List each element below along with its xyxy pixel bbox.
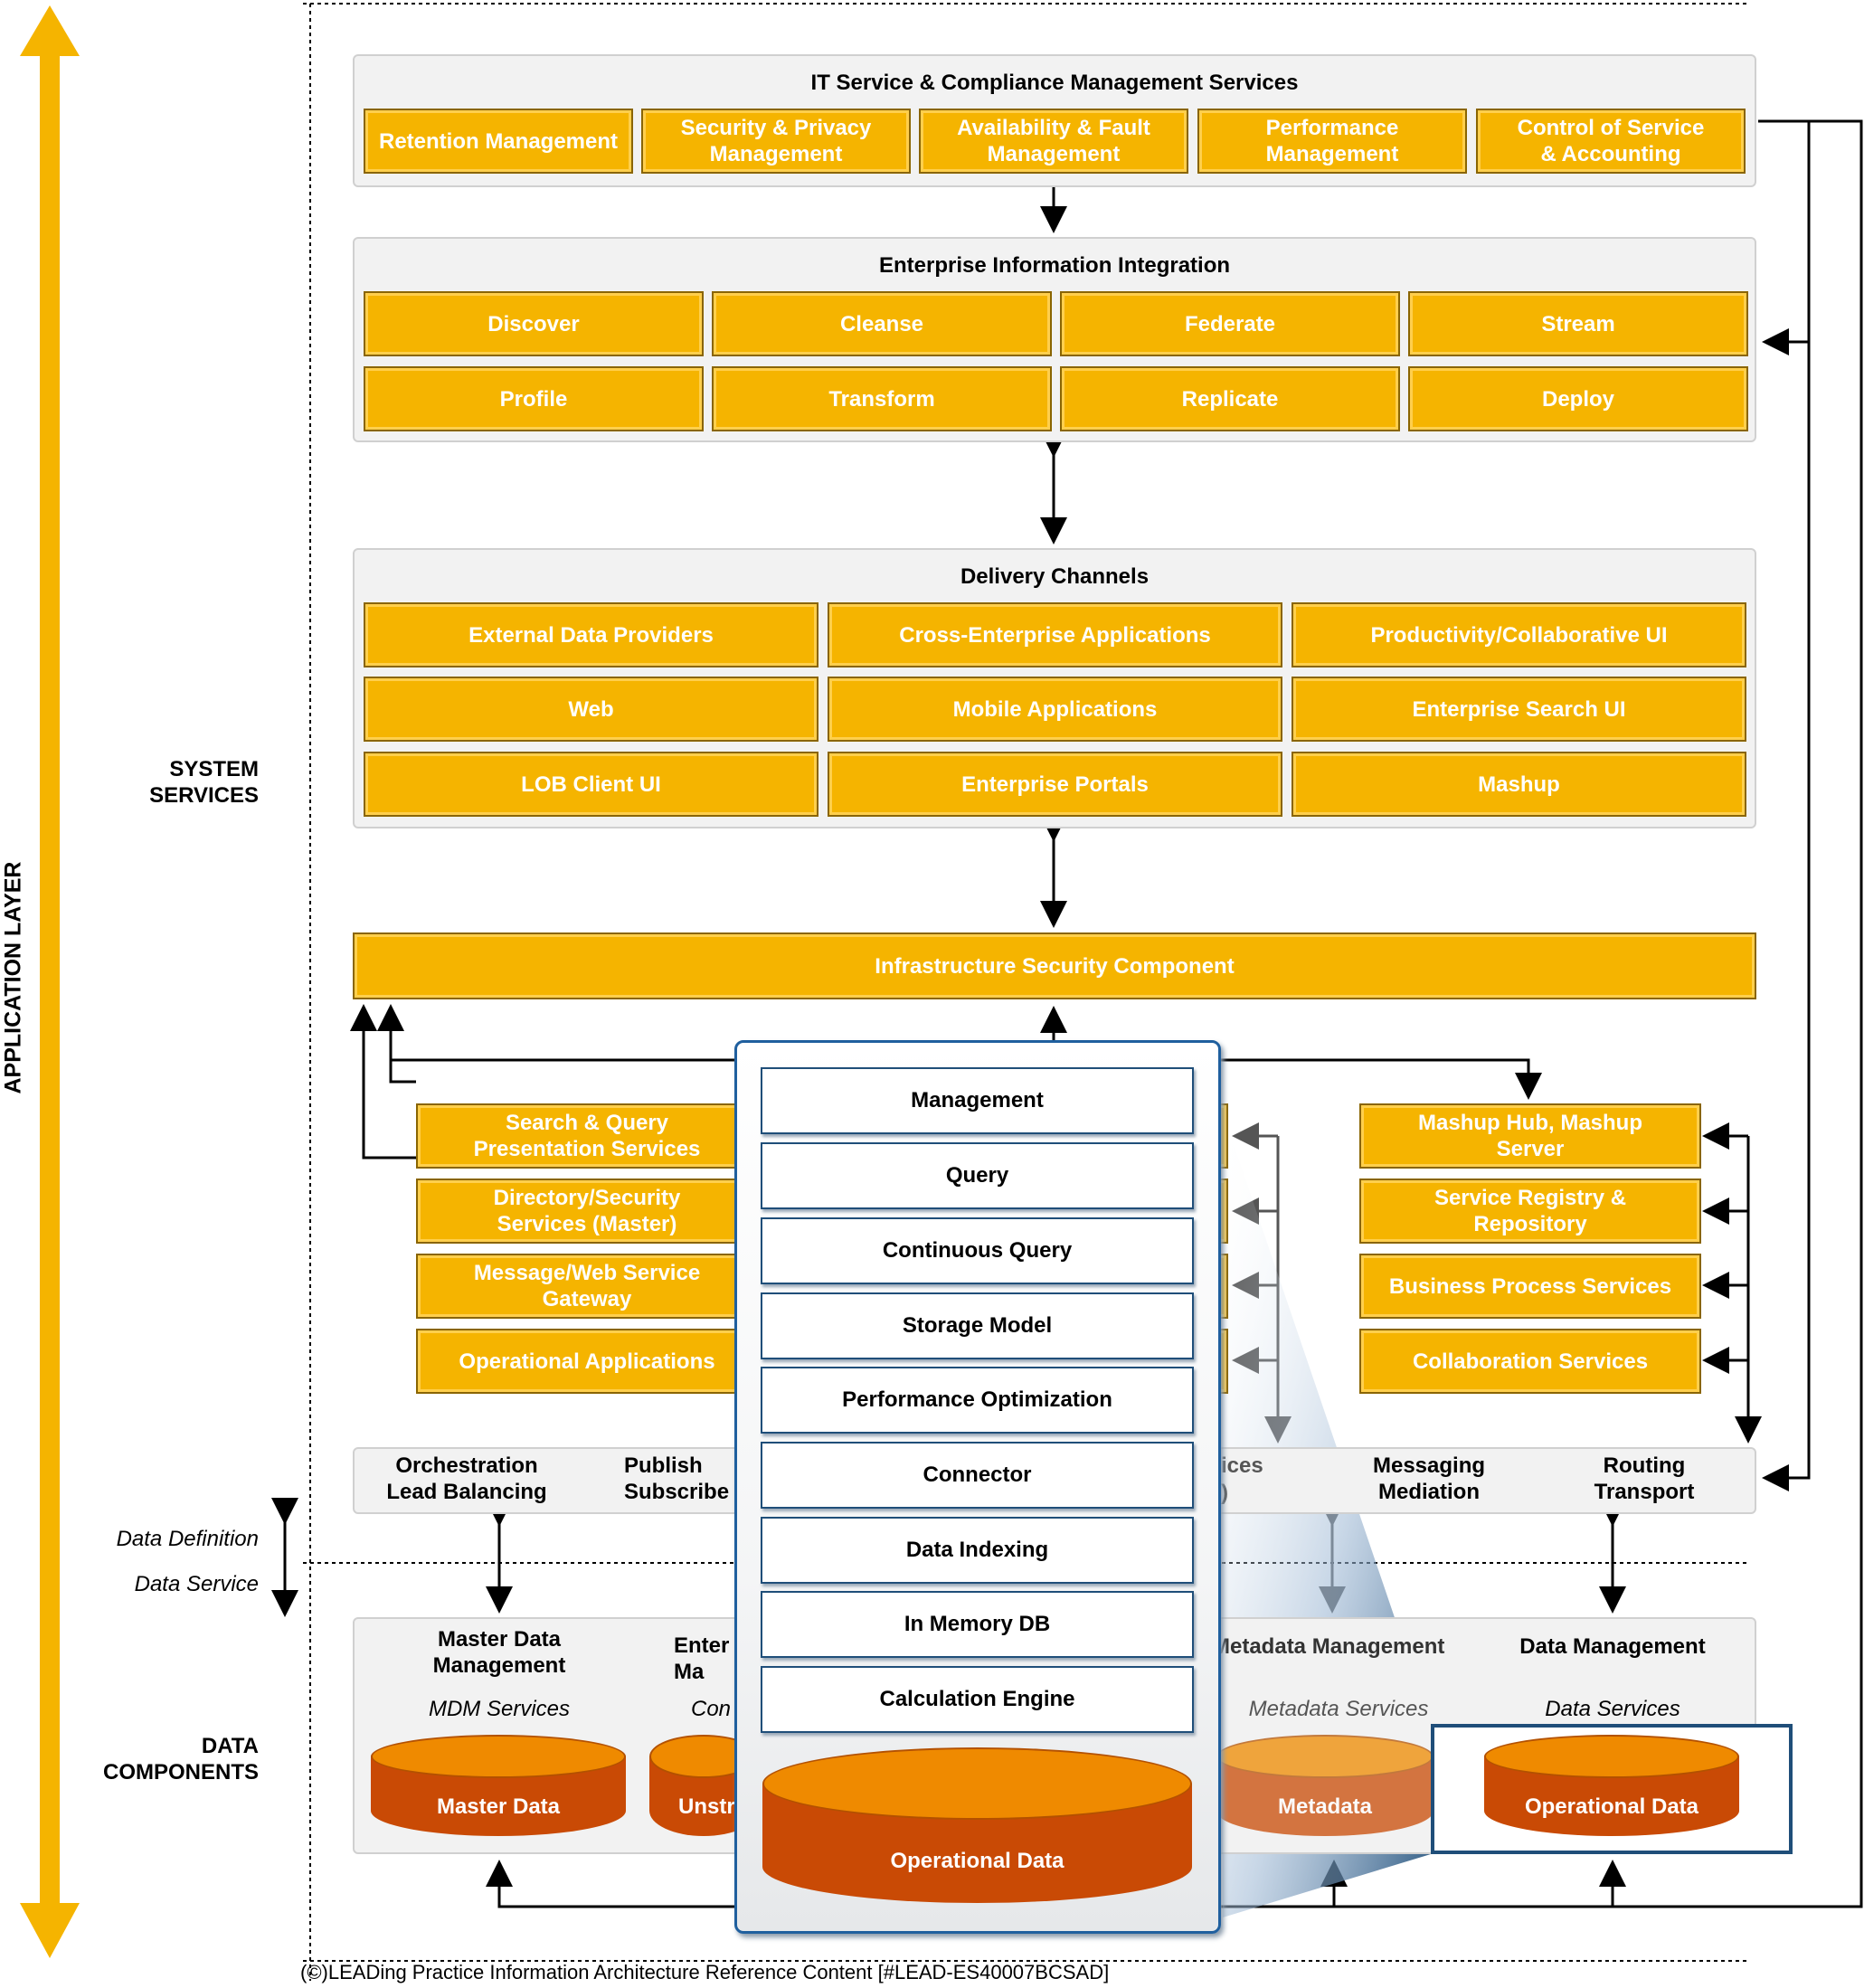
metadata-management-title: Metadata Management [1212,1634,1445,1659]
metadata-cylinder[interactable]: Metadata [1216,1735,1433,1836]
cross-enterprise-applications-box[interactable]: Cross-Enterprise Applications [828,602,1282,667]
operational-applications-box[interactable]: Operational Applications [416,1329,758,1394]
master-data-label: Master Data [436,1794,561,1819]
service-registry-box[interactable]: Service Registry & Repository [1359,1179,1701,1244]
zoom-operational-data-label: Operational Data [890,1849,1064,1873]
enterprise-search-ui-box[interactable]: Enterprise Search UI [1292,677,1746,742]
deploy-box[interactable]: Deploy [1408,366,1748,431]
zoom-management-box[interactable]: Management [761,1067,1194,1134]
search-query-presentation-box[interactable]: Search & Query Presentation Services [416,1103,758,1169]
data-service-label: Data Service [134,1572,259,1596]
mashup-box[interactable]: Mashup [1292,752,1746,817]
delivery-channels-title: Delivery Channels [960,564,1150,589]
master-data-management-title: Master Data Management [432,1627,566,1678]
lob-client-ui-box[interactable]: LOB Client UI [364,752,818,817]
eii-title: Enterprise Information Integration [878,253,1231,278]
messaging-label: Messaging Mediation [1372,1453,1486,1504]
metadata-label: Metadata [1277,1794,1373,1819]
productivity-collaborative-ui-box[interactable]: Productivity/Collaborative UI [1292,602,1746,667]
zoom-calculation-engine-box[interactable]: Calculation Engine [761,1666,1194,1733]
infrastructure-security-component[interactable]: Infrastructure Security Component [353,932,1756,999]
operational-data-cylinder-top [1484,1735,1739,1778]
web-box[interactable]: Web [364,677,818,742]
master-data-cylinder[interactable]: Master Data [371,1735,626,1836]
con-fragment-label: Con [691,1697,732,1721]
metadata-services-label: Metadata Services [1248,1697,1429,1721]
paren-fragment-label: ) [1221,1481,1228,1505]
federate-box[interactable]: Federate [1060,291,1400,356]
stream-box[interactable]: Stream [1408,291,1748,356]
mashup-hub-box[interactable]: Mashup Hub, Mashup Server [1359,1103,1701,1169]
orchestration-label: Orchestration Lead Balancing [386,1453,547,1504]
zoom-continuous-query-box[interactable]: Continuous Query [761,1217,1194,1284]
enter-fragment-label: Enter Ma [674,1633,730,1684]
enterprise-portals-box[interactable]: Enterprise Portals [828,752,1282,817]
zoom-cylinder-top [762,1747,1192,1820]
unstr-fragment-label: Unstr [678,1794,735,1819]
zoom-performance-optimization-box[interactable]: Performance Optimization [761,1367,1194,1434]
publish-label: Publish Subscribe [624,1453,730,1504]
zoom-storage-model-box[interactable]: Storage Model [761,1292,1194,1359]
zoom-in-memory-db-box[interactable]: In Memory DB [761,1591,1194,1658]
routing-label: Routing Transport [1594,1453,1695,1504]
copyright-footer: (©)LEADing Practice Information Architec… [300,1961,1110,1983]
zoom-operational-data-cylinder[interactable]: Operational Data [762,1747,1192,1903]
external-data-providers-box[interactable]: External Data Providers [364,602,818,667]
transform-box[interactable]: Transform [712,366,1052,431]
data-definition-label: Data Definition [116,1527,259,1551]
it-service-title: IT Service & Compliance Management Servi… [810,71,1299,95]
collaboration-services-box[interactable]: Collaboration Services [1359,1329,1701,1394]
data-services-label: Data Services [1545,1697,1680,1721]
performance-management-box[interactable]: Performance Management [1197,109,1467,174]
operational-data-label: Operational Data [1524,1794,1699,1819]
mobile-applications-box[interactable]: Mobile Applications [828,677,1282,742]
data-management-title: Data Management [1519,1634,1706,1659]
metadata-cylinder-top [1216,1735,1433,1778]
retention-management-box[interactable]: Retention Management [364,109,633,174]
business-process-services-box[interactable]: Business Process Services [1359,1254,1701,1319]
system-services-label: SYSTEM SERVICES [149,757,259,808]
services-fragment-label: ices [1221,1453,1263,1478]
profile-box[interactable]: Profile [364,366,704,431]
operational-data-cylinder[interactable]: Operational Data [1484,1735,1739,1836]
replicate-box[interactable]: Replicate [1060,366,1400,431]
zoom-connector-box[interactable]: Connector [761,1442,1194,1509]
data-components-label: DATA COMPONENTS [102,1734,259,1784]
cleanse-box[interactable]: Cleanse [712,291,1052,356]
master-data-cylinder-top [371,1735,626,1778]
mdm-services-label: MDM Services [428,1697,570,1721]
zoom-data-indexing-box[interactable]: Data Indexing [761,1517,1194,1584]
message-web-service-gateway-box[interactable]: Message/Web Service Gateway [416,1254,758,1319]
application-layer-label: APPLICATION LAYER [0,861,26,1094]
zoom-query-box[interactable]: Query [761,1142,1194,1209]
discover-box[interactable]: Discover [364,291,704,356]
control-of-service-box[interactable]: Control of Service & Accounting [1476,109,1746,174]
availability-fault-box[interactable]: Availability & Fault Management [919,109,1188,174]
directory-security-box[interactable]: Directory/Security Services (Master) [416,1179,758,1244]
security-privacy-box[interactable]: Security & Privacy Management [641,109,911,174]
